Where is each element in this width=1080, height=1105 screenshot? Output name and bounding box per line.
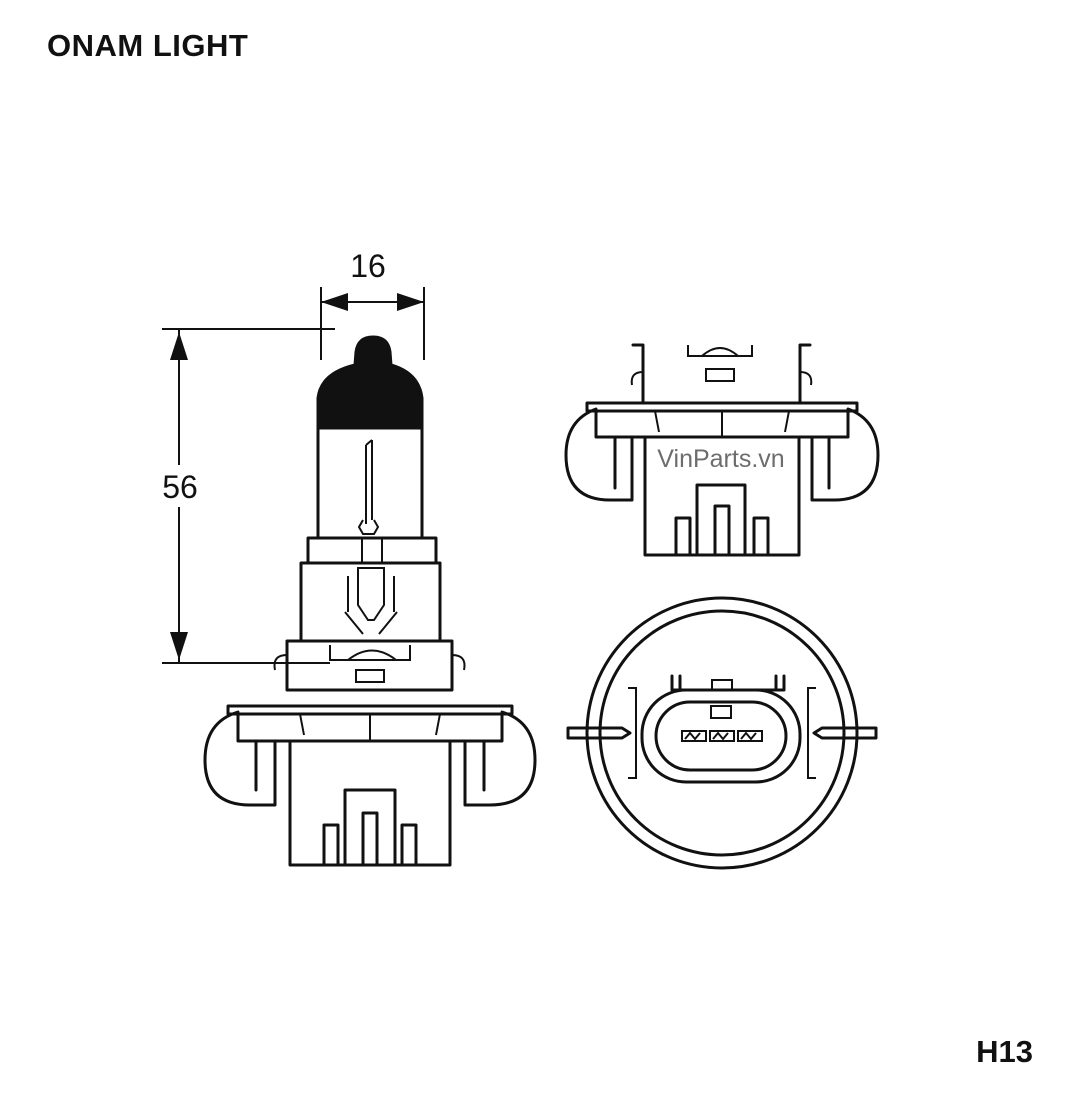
bulb-connector-view	[566, 596, 878, 870]
brand-title: ONAM LIGHT	[47, 28, 249, 63]
width-dimension: 16	[320, 248, 425, 360]
connector-terminals	[681, 730, 763, 742]
width-dimension-label: 16	[350, 248, 386, 284]
height-dimension-label: 56	[162, 469, 198, 505]
height-dimension: 56	[150, 328, 335, 664]
bulb-side-view	[203, 335, 537, 867]
bulb-model-label: H13	[976, 1034, 1033, 1069]
bulb-front-view: VinParts.vn	[564, 343, 880, 557]
watermark: VinParts.vn	[657, 445, 784, 473]
